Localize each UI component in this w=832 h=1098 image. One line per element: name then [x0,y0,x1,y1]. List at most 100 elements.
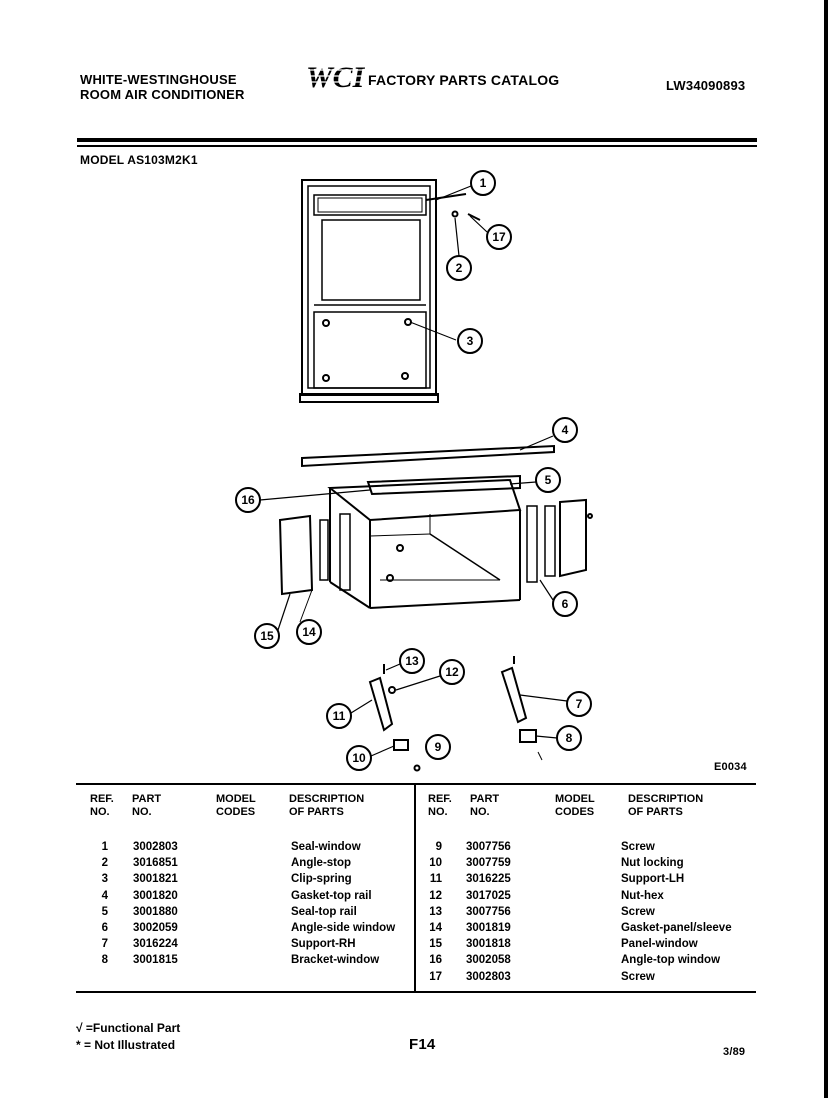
callout-17: 17 [486,224,512,250]
legend: √ =Functional Part * = Not Illustrated [76,1020,180,1054]
cell-desc: Seal-top rail [291,905,357,918]
col-header-ref-right: REF. NO. [428,793,452,818]
svg-text:14: 14 [302,625,316,639]
callout-2: 2 [446,255,472,281]
callout-7: 7 [566,691,592,717]
callout-5: 5 [535,467,561,493]
cell-part: 3001818 [466,938,511,951]
cell-ref: 14 [429,922,442,934]
col-header-part: PART NO. [132,793,162,818]
cell-ref: 11 [429,873,442,886]
cell-desc: Panel-window [621,938,698,951]
col-header-desc-right: DESCRIPTION OF PARTS [628,793,704,818]
col-header-model-right: MODEL CODES [555,793,595,818]
cell-desc: Angle-top window [621,954,721,967]
svg-text:16: 16 [241,493,255,507]
svg-text:3: 3 [467,334,474,348]
cell-desc: Screw [621,970,655,983]
cell-ref: 6 [101,922,108,934]
cell-desc: Angle-stop [291,857,352,870]
cell-desc: Gasket-panel/sleeve [621,922,732,934]
cell-ref: 17 [429,970,442,983]
page-edge-border [824,0,828,1098]
cell-part: 3001821 [133,873,178,886]
legend-functional: √ =Functional Part [76,1021,181,1035]
svg-text:2: 2 [456,261,463,275]
cell-part: 3001820 [133,889,178,902]
brand-block: WHITE-WESTINGHOUSE ROOM AIR CONDITIONER [80,72,245,102]
cell-part: 3002803 [133,841,178,853]
cell-part: 3016224 [133,938,178,951]
cell-part: 3001815 [133,954,178,967]
callout-14: 14 [296,619,322,645]
cell-part: 3002803 [466,970,511,983]
svg-text:6: 6 [562,597,569,611]
cell-ref: 15 [429,938,442,951]
page-number: F14 [409,1036,436,1053]
svg-text:15: 15 [260,629,274,643]
wci-logo: WCI [305,61,365,92]
svg-text:7: 7 [576,697,583,711]
cell-part: 3002058 [466,954,511,967]
callout-10: 10 [346,745,372,771]
brand-line-1: WHITE-WESTINGHOUSE [80,72,237,87]
cell-ref: 4 [101,889,108,902]
callout-1: 1 [470,170,496,196]
cell-part: 3007756 [466,841,511,853]
revision-date: 3/89 [723,1046,746,1058]
cell-ref: 9 [435,841,442,853]
callout-11: 11 [326,703,352,729]
cell-ref: 1 [101,841,108,853]
svg-text:9: 9 [435,740,442,754]
catalog-number: LW34090893 [666,78,746,93]
cell-ref: 3 [101,873,108,886]
table-bottom-rule [76,991,756,993]
callout-13: 13 [399,648,425,674]
cell-ref: 7 [101,938,108,951]
cell-desc: Gasket-top rail [291,889,372,902]
svg-text:10: 10 [352,751,366,765]
cell-part: 3001819 [466,922,511,934]
legend-not-illustrated: * = Not Illustrated [76,1038,176,1052]
cell-desc: Angle-side window [291,922,396,934]
callout-9: 9 [425,734,451,760]
header-rule [77,138,757,142]
diagram-code: E0034 [714,761,747,773]
cell-part: 3002059 [133,922,178,934]
parts-table: REF. NO. PART NO. MODEL CODES DESCRIPTIO… [76,783,756,999]
svg-text:17: 17 [492,230,506,244]
cell-ref: 10 [429,857,442,870]
cell-part: 3007759 [466,857,511,870]
callout-3: 3 [457,328,483,354]
table-divider [414,783,416,993]
callout-16: 16 [235,487,261,513]
cell-desc: Nut-hex [621,889,664,902]
model-line: MODEL AS103M2K1 [80,153,198,167]
cell-part: 3017025 [466,889,511,902]
cell-ref: 16 [429,954,442,967]
callout-15: 15 [254,623,280,649]
svg-text:5: 5 [545,473,552,487]
svg-text:13: 13 [405,654,419,668]
cell-part: 3016851 [133,857,178,870]
cell-ref: 5 [101,905,108,918]
callout-4: 4 [552,417,578,443]
svg-text:11: 11 [333,709,346,723]
cell-desc: Support-RH [291,938,356,951]
cell-ref: 12 [429,889,442,902]
cell-desc: Nut locking [621,857,684,870]
svg-text:1: 1 [480,176,487,190]
cell-part: 3007756 [466,905,511,918]
callout-8: 8 [556,725,582,751]
svg-text:4: 4 [562,423,569,437]
header-rule-secondary [77,145,757,147]
cell-ref: 2 [101,857,108,870]
col-header-ref: REF. NO. [90,793,114,818]
callout-12: 12 [439,659,465,685]
col-header-model: MODEL CODES [216,793,256,818]
cell-desc: Screw [621,841,655,853]
cell-desc: Bracket-window [291,954,380,967]
cell-ref: 13 [429,905,442,918]
cell-desc: Clip-spring [291,873,352,886]
